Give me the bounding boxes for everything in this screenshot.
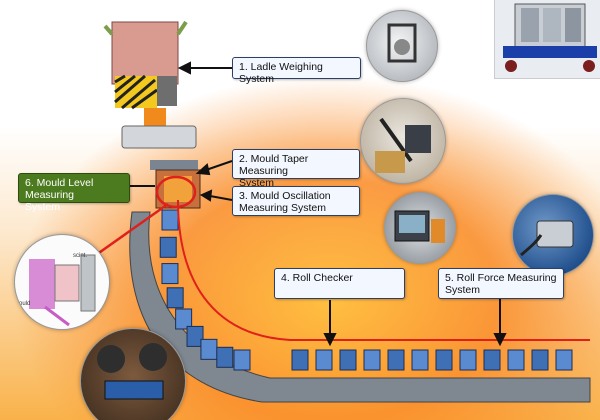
roll-checker-device-photo — [80, 328, 186, 420]
roller-block — [339, 349, 357, 371]
callout-arrows — [130, 61, 507, 347]
roller-block — [161, 209, 179, 231]
roller-block — [233, 349, 251, 371]
roller-block — [291, 349, 309, 371]
ladle-sensor-photo — [366, 10, 438, 82]
roller-block — [387, 349, 405, 371]
oscillation-system-photo — [384, 192, 456, 264]
roll-force-sensor-photo — [512, 194, 594, 276]
roller-segments — [159, 209, 573, 371]
mould-level-sensor-photo: scint. ould — [14, 234, 110, 330]
roller-block — [483, 349, 501, 371]
equipment-cart-graphic — [503, 3, 597, 72]
roller-block — [161, 263, 179, 285]
ladle-graphic — [103, 20, 197, 149]
roller-block — [186, 325, 204, 347]
roller-block — [411, 349, 429, 371]
strand-centerline — [177, 199, 590, 341]
strand-frame — [129, 211, 591, 403]
roller-block — [531, 349, 549, 371]
label-mould-oscillation-measuring-system: 3. Mould Oscillation Measuring System — [232, 186, 360, 216]
roller-block — [166, 287, 184, 309]
label-mould-taper-measuring-system: 2. Mould Taper Measuring System — [232, 149, 360, 189]
mould-label: ould — [19, 301, 30, 307]
roller-block — [507, 349, 525, 371]
roller-block — [175, 308, 193, 330]
label-roll-force-measuring-system: 5. Roll Force Measuring System — [438, 268, 564, 299]
mould-level-highlight-circle — [155, 175, 197, 209]
roller-block — [315, 349, 333, 371]
equipment-cart-photo — [494, 0, 600, 79]
label-ladle-weighing-system: 1. Ladle Weighing System — [232, 57, 361, 85]
roller-block — [200, 338, 218, 360]
roller-block — [435, 349, 453, 371]
mould-taper-device-photo — [360, 98, 446, 184]
label-mould-level-measuring-system: 6. Mould Level Measuring System — [18, 173, 130, 213]
roller-block — [459, 349, 477, 371]
roller-block — [555, 349, 573, 371]
roller-block — [216, 346, 234, 368]
scint-label: scint. — [73, 253, 87, 259]
label-roll-checker: 4. Roll Checker — [274, 268, 405, 299]
roller-block — [363, 349, 381, 371]
roller-block — [159, 236, 177, 258]
